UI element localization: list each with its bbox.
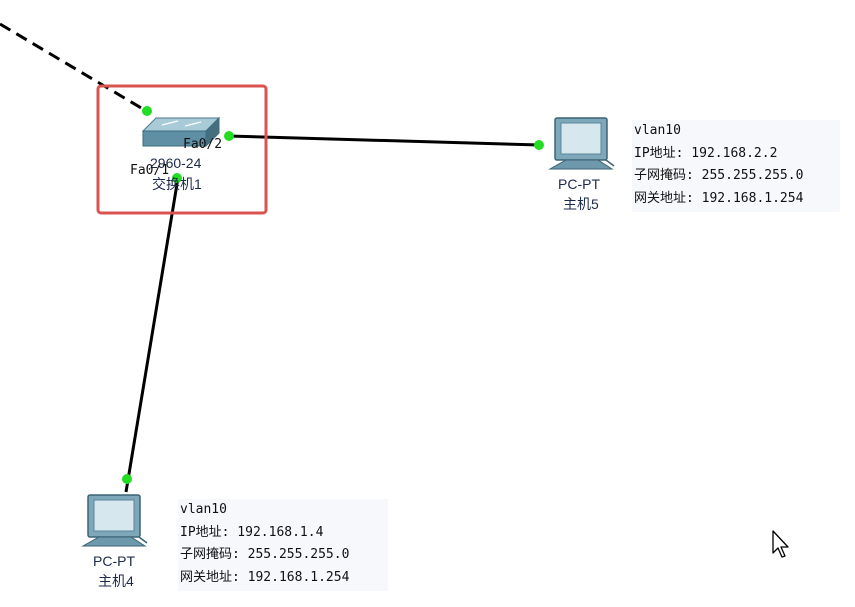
pc5-monitor-screen xyxy=(560,122,602,155)
pc5-note-ip: IP地址: 192.168.2.2 xyxy=(634,145,778,161)
switch-name-label: 交换机1 xyxy=(152,176,202,192)
pc5-device[interactable] xyxy=(548,117,615,170)
pc4-note-mask: 子网掩码: 255.255.255.0 xyxy=(180,547,350,562)
link-light-uplink xyxy=(142,106,152,116)
pc4-monitor-screen xyxy=(93,499,135,532)
pc4-base xyxy=(81,536,147,547)
link-light-pc5 xyxy=(534,140,544,150)
pc4-note-vlan: vlan10 xyxy=(180,502,227,517)
pc5-note-vlan: vlan10 xyxy=(634,123,681,138)
switch-arrow-2 xyxy=(184,121,202,127)
link-light-switch-fa02 xyxy=(224,131,234,141)
link-light-switch-fa01 xyxy=(172,173,182,183)
pc5-cable xyxy=(605,159,615,167)
port-label-fa02: Fa0/2 xyxy=(183,137,223,152)
link-switch-pc4[interactable] xyxy=(124,177,180,493)
switch-arrow-1 xyxy=(161,120,179,126)
pc5-note-gateway: 网关地址: 192.168.1.254 xyxy=(634,190,804,206)
switch-model-label: 2960-24 xyxy=(150,155,202,171)
switch-side-face xyxy=(205,116,220,148)
pc5-base xyxy=(548,159,614,170)
pc4-cable xyxy=(138,536,148,544)
pc4-note-gateway: 网关地址: 192.168.1.254 xyxy=(180,569,350,585)
pc4-name-label: 主机4 xyxy=(98,573,134,589)
pc4-config-note[interactable]: vlan10 IP地址: 192.168.1.4 子网掩码: 255.255.2… xyxy=(178,499,388,591)
pc4-note-ip: IP地址: 192.168.1.4 xyxy=(180,524,324,540)
pc5-name-label: 主机5 xyxy=(563,196,599,212)
port-label-fa01: Fa0/1 xyxy=(130,163,170,178)
pc5-config-note[interactable]: vlan10 IP地址: 192.168.2.2 子网掩码: 255.255.2… xyxy=(632,120,840,212)
switch-device[interactable] xyxy=(141,116,221,148)
link-switch-pc5[interactable] xyxy=(227,134,541,147)
pc4-device[interactable] xyxy=(81,494,148,547)
selection-highlight-box xyxy=(96,84,268,215)
pc5-type-label: PC-PT xyxy=(558,176,600,192)
link-light-pc4 xyxy=(122,474,132,484)
mouse-cursor-icon xyxy=(772,530,789,558)
pc4-type-label: PC-PT xyxy=(93,553,135,569)
pc5-note-mask: 子网掩码: 255.255.255.0 xyxy=(634,168,804,183)
dashed-link-uplink[interactable] xyxy=(0,22,149,114)
